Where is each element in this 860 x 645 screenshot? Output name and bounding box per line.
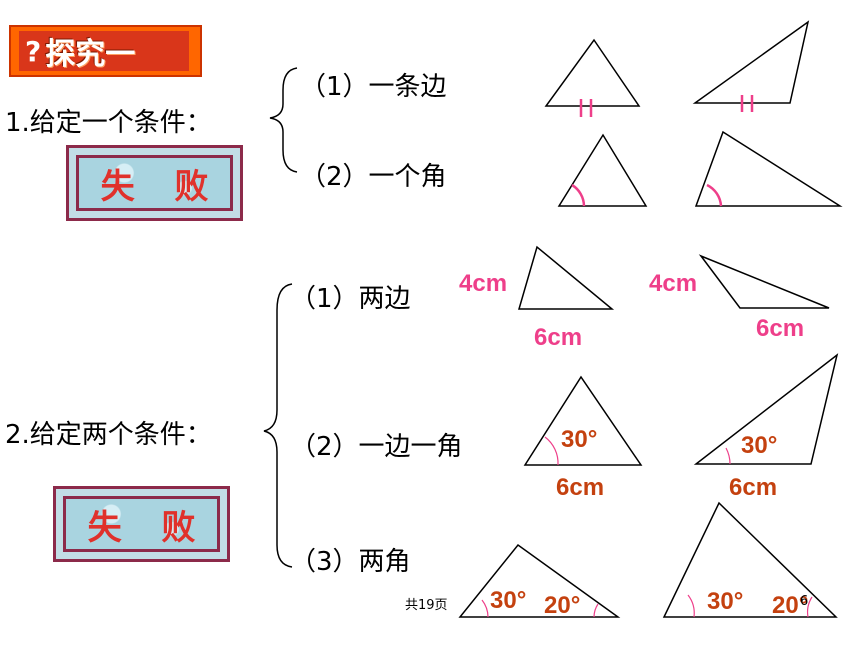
triangle-side-a	[544, 38, 641, 107]
angle-arc	[687, 594, 695, 618]
triangle-two-sides-a	[518, 245, 615, 310]
question-mark-icon: ?	[25, 34, 42, 68]
footer-page-total: 共19页	[405, 598, 448, 613]
section-title-box: ? 探究一	[9, 25, 202, 77]
triangle-two-angles-a	[458, 543, 621, 618]
section-title-inner: ? 探究一	[19, 31, 189, 72]
angle-arc	[544, 436, 559, 466]
label-angle-20-c: 20°	[544, 592, 581, 619]
label-angle-30-c: 30°	[490, 587, 527, 614]
angle-arc	[725, 447, 731, 465]
triangle-side-b	[692, 20, 810, 104]
section-title: 探究一	[45, 37, 136, 72]
section1-heading: 1.给定一个条件：	[5, 108, 212, 138]
label-angle-20-d: 20°	[772, 592, 809, 619]
label-angle-30-a: 30°	[561, 426, 598, 453]
section1-result: 失 败	[100, 166, 223, 207]
section1-sub2: （2）一个角	[300, 162, 447, 192]
label-angle-30-d: 30°	[707, 588, 744, 615]
angle-arc	[481, 599, 489, 618]
bracket-1	[269, 67, 298, 173]
triangle-two-sides-b	[698, 254, 830, 309]
triangle-angle-b	[694, 130, 843, 207]
angle-arc	[571, 183, 586, 207]
section2-heading: 2.给定两个条件：	[5, 420, 212, 450]
section1-sub1: （1）一条边	[300, 72, 447, 102]
angle-arc	[806, 596, 813, 618]
label-side-6cm-d: 6cm	[729, 474, 778, 501]
label-side-4cm-a: 4cm	[459, 270, 508, 297]
triangle-side-angle-a	[523, 375, 643, 466]
section2-sub1: （1）两边	[290, 284, 411, 314]
section2-sub2: （2）一边一角	[290, 432, 463, 462]
angle-arc	[593, 603, 599, 618]
triangle-two-angles-b	[662, 501, 838, 618]
section2-result-box: 失 败	[53, 486, 230, 562]
section1-result-box: 失 败	[66, 145, 243, 221]
triangle-angle-a	[557, 133, 648, 207]
angle-arc	[706, 183, 723, 207]
label-side-6cm-b: 6cm	[756, 315, 805, 342]
section2-result: 失 败	[87, 507, 210, 548]
label-side-6cm-c: 6cm	[556, 474, 605, 501]
triangle-side-angle-b	[693, 353, 839, 465]
label-side-6cm-a: 6cm	[534, 324, 583, 351]
footer-page-number: 6	[800, 594, 809, 609]
section2-sub3: （3）两角	[290, 547, 411, 577]
label-side-4cm-b: 4cm	[649, 270, 698, 297]
label-angle-30-b: 30°	[741, 432, 778, 459]
bracket-2	[263, 283, 293, 568]
